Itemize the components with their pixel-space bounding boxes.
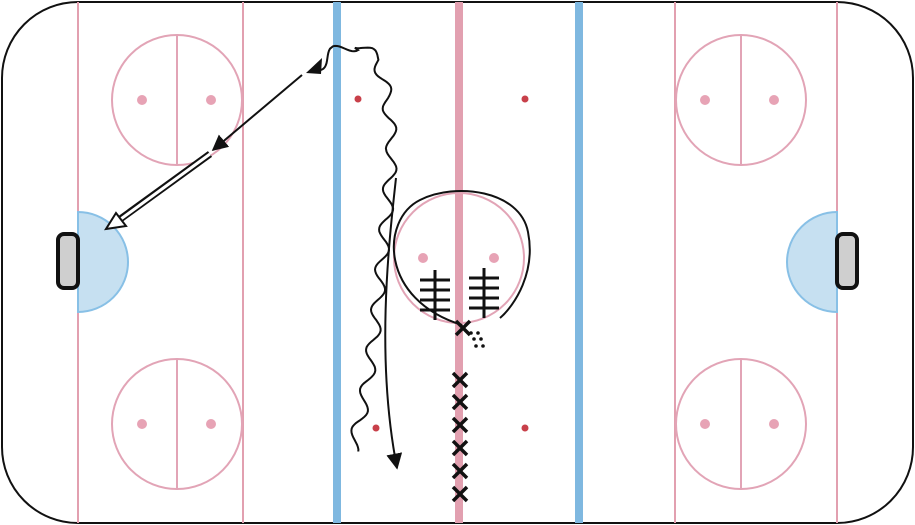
neutral-zone-dot [372,424,380,432]
stickhandling-path [311,44,398,452]
player-x-marker [451,393,469,411]
right-goal-crease [786,210,859,314]
right-net [835,232,859,290]
pylon-marker-left [420,270,450,320]
left-net [56,232,80,290]
neutral-zone-dot [521,424,529,432]
left-goal-crease [56,210,129,314]
player-x-marker [451,485,469,503]
player-line [451,319,472,503]
faceoff-circle-left-bottom [111,358,243,490]
player-x-marker-active [454,319,472,337]
skating-path-down [384,177,403,470]
neutral-zone-dot [521,95,529,103]
faceoff-circle-right-top [675,34,807,166]
shot-arrow [104,151,213,231]
stickhandling-arrowhead [306,58,322,74]
skating-path-pass [211,74,303,152]
pylon-marker-right [469,268,499,318]
skating-path-loop [392,190,531,326]
player-x-marker [451,416,469,434]
player-x-marker [451,439,469,457]
faceoff-circle-left-top [111,34,243,166]
puck-pile [469,331,485,348]
faceoff-circle-right-bottom [675,358,807,490]
neutral-zone-dot [354,95,362,103]
player-x-marker [451,462,469,480]
player-x-marker [451,371,469,389]
